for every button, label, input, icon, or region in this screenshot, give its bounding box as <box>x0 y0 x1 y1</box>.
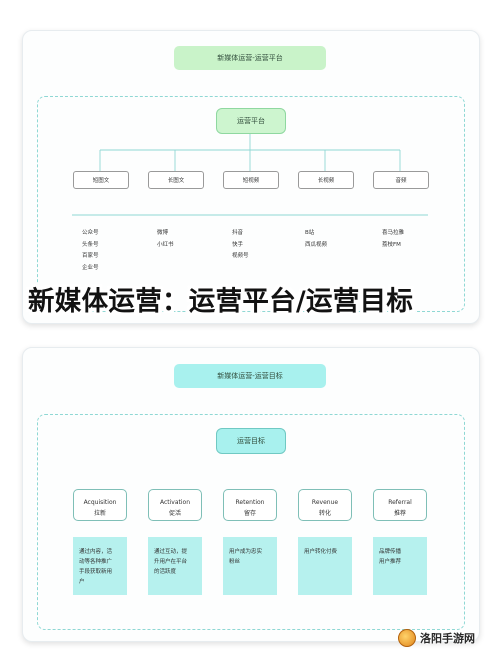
watermark-text: 洛阳手游网 <box>420 632 475 645</box>
category-long-video: 长视频 <box>298 171 354 189</box>
metric-cn-label: 转化 <box>318 510 331 517</box>
category-short-video: 短视频 <box>223 171 279 189</box>
detail-line: 升用户在平台 <box>154 559 188 565</box>
list-item: B站 <box>305 230 315 236</box>
list-item: 公众号 <box>82 230 99 236</box>
list-item: 视频号 <box>232 253 249 259</box>
diagram-title-goals: 新媒体运营-运营目标 <box>174 364 326 388</box>
detail-retention: 用户成为忠实 粉丝 <box>223 537 277 595</box>
detail-line: 动等各种推广 <box>79 559 113 565</box>
list-item: 微博 <box>157 230 169 236</box>
detail-referral: 品牌传播 用户推荐 <box>373 537 427 595</box>
detail-line: 户 <box>79 579 85 585</box>
metric-cn-label: 促活 <box>168 510 181 517</box>
metric-acquisition: Acquisition 拉新 <box>73 489 127 521</box>
detail-line: 用户转化付费 <box>304 549 338 555</box>
detail-line: 用户成为忠实 <box>229 549 263 555</box>
detail-acquisition: 通过内容，活 动等各种推广 手段获取新用 户 <box>73 537 127 595</box>
list-item: 喜马拉雅 <box>382 230 405 236</box>
list-item: 荔枝FM <box>382 241 401 248</box>
detail-line: 用户推荐 <box>379 559 402 565</box>
metric-cn-label: 推荐 <box>393 510 406 517</box>
metric-en-label: Activation <box>159 499 191 506</box>
metric-revenue: Revenue 转化 <box>298 489 352 521</box>
metric-referral: Referral 推荐 <box>373 489 427 521</box>
metric-cn-label: 留存 <box>243 510 256 517</box>
diagram-title-platforms: 新媒体运营-运营平台 <box>174 46 326 70</box>
list-item: 西瓜视频 <box>305 241 328 248</box>
metric-activation: Activation 促活 <box>148 489 202 521</box>
metric-en-label: Acquisition <box>83 499 117 506</box>
detail-line: 手段获取新用 <box>79 569 113 575</box>
headline-banner: 新媒体运营：运营平台/运营目标 <box>28 286 414 317</box>
detail-line: 的活跃度 <box>154 569 177 575</box>
list-item: 抖音 <box>232 230 244 236</box>
detail-line: 通过内容，活 <box>79 549 113 555</box>
platform-list-short-article: 公众号 头条号 百家号 企业号 <box>82 228 99 274</box>
detail-line: 品牌传播 <box>379 549 402 555</box>
metric-en-label: Referral <box>388 499 412 506</box>
platform-list-long-video: B站 西瓜视频 <box>305 228 327 251</box>
platforms-frame <box>37 96 465 312</box>
platform-list-audio: 喜马拉雅 荔枝FM <box>382 228 404 251</box>
goals-frame <box>37 414 465 630</box>
list-item: 快手 <box>232 241 244 248</box>
goals-hub: 运营目标 <box>216 428 286 454</box>
list-item: 头条号 <box>82 241 99 248</box>
metric-cn-label: 拉新 <box>93 510 106 517</box>
category-short-article: 短图文 <box>73 171 129 189</box>
platform-list-short-video: 抖音 快手 视频号 <box>232 228 249 263</box>
detail-line: 粉丝 <box>229 559 241 565</box>
list-item: 百家号 <box>82 253 99 259</box>
list-item: 企业号 <box>82 264 99 271</box>
detail-activation: 通过互动，提 升用户在平台 的活跃度 <box>148 537 202 595</box>
metric-retention: Retention 留存 <box>223 489 277 521</box>
metric-en-label: Revenue <box>311 499 339 506</box>
category-audio: 音频 <box>373 171 429 189</box>
platforms-hub: 运营平台 <box>216 108 286 134</box>
watermark-logo-icon <box>398 629 416 647</box>
metric-en-label: Retention <box>235 499 265 506</box>
platform-list-long-article: 微博 小红书 <box>157 228 174 251</box>
detail-revenue: 用户转化付费 <box>298 537 352 595</box>
site-watermark: 洛阳手游网 <box>398 628 475 648</box>
detail-line: 通过互动，提 <box>154 549 188 555</box>
list-item: 小红书 <box>157 241 174 248</box>
category-long-article: 长图文 <box>148 171 204 189</box>
